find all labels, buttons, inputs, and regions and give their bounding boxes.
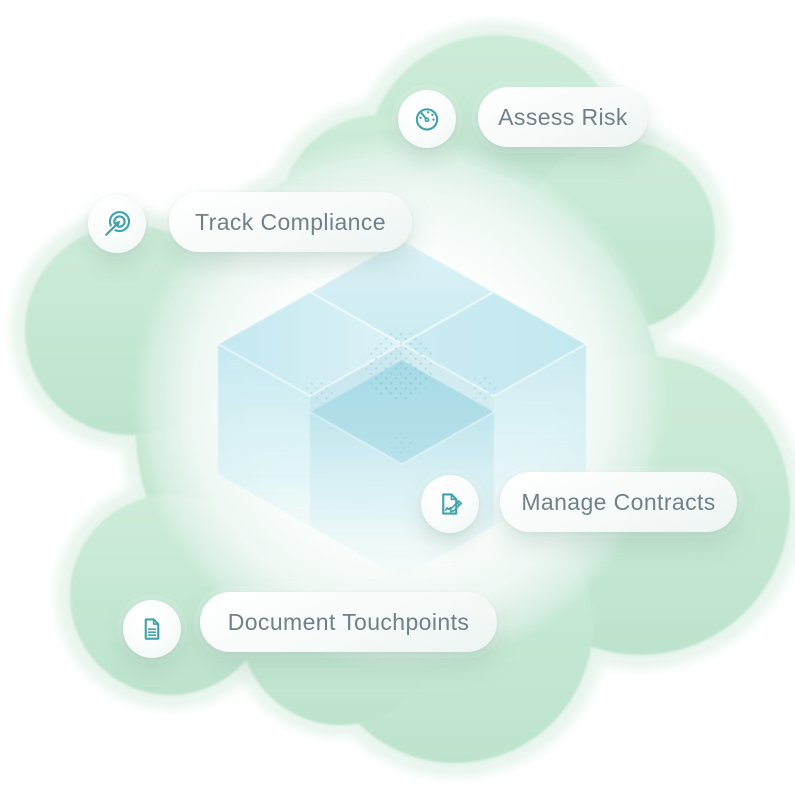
manage-contracts-label: Manage Contracts <box>521 488 716 515</box>
gauge-icon-badge <box>398 90 456 148</box>
right-cube-top <box>400 291 588 397</box>
document-touchpoints-pill: Document Touchpoints <box>200 592 497 652</box>
track-compliance-pill: Track Compliance <box>169 192 412 252</box>
isometric-cubes <box>216 239 588 578</box>
target-arrow-icon <box>103 210 131 238</box>
assess-risk-pill: Assess Risk <box>478 87 648 147</box>
contract-sign-icon <box>442 493 462 515</box>
left-cube-front-face <box>218 344 310 526</box>
manage-contracts-pill: Manage Contracts <box>500 472 737 532</box>
assess-risk-label: Assess Risk <box>498 103 628 130</box>
document-touchpoints-label: Document Touchpoints <box>227 608 470 635</box>
document-lines-icon <box>144 618 160 640</box>
target-arrow-icon-badge <box>88 195 146 253</box>
contract-sign-icon-badge <box>421 475 479 533</box>
pit-front-left-face <box>310 412 402 578</box>
gauge-icon <box>415 108 439 131</box>
stipple-dots <box>306 332 496 454</box>
track-compliance-label: Track Compliance <box>195 208 386 235</box>
pit-floor-front-edge-highlight <box>309 411 495 465</box>
document-lines-icon-badge <box>123 600 181 658</box>
